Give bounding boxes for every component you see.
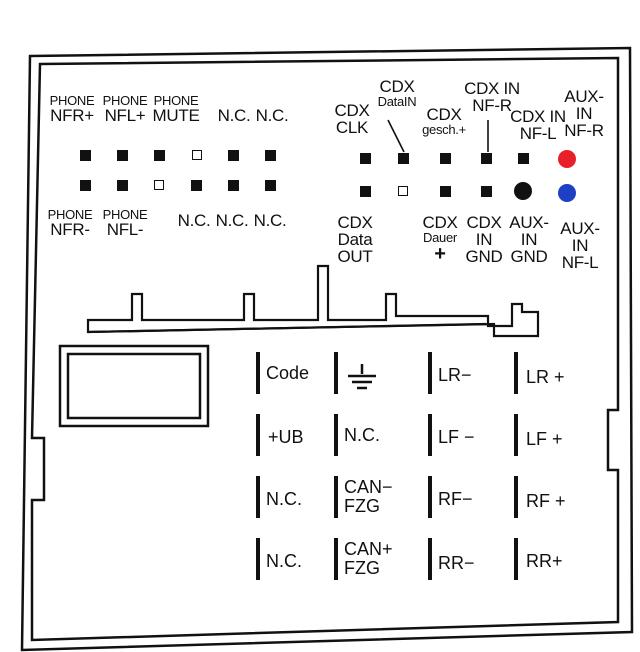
plabel-can-minus-fzg: CAN− FZG: [344, 477, 393, 516]
label-nc-bot-1: N.C.: [177, 211, 211, 230]
pin-open-bottom-right: [398, 186, 408, 196]
pin-cdx-in-nfl: [518, 153, 529, 164]
pin-cdx-datain: [398, 153, 409, 164]
pin-bar-rf-plus: [514, 476, 518, 518]
label-nc-top-2: N.C.: [255, 106, 289, 125]
pin-bar-rf-minus: [428, 476, 432, 518]
plabel-plus-ub: +UB: [268, 427, 304, 447]
pin-bar-ub: [256, 414, 260, 456]
plabel-nc-3: N.C.: [266, 551, 302, 571]
plabel-code: Code: [266, 363, 310, 383]
pin-phone-nfl-plus: [117, 150, 128, 161]
pin-bar-lf-minus: [428, 414, 432, 456]
plabel-rf-minus: RF−: [438, 489, 473, 509]
pin-phone-mute: [154, 150, 165, 161]
pin-bar-can-minus: [334, 476, 338, 518]
pin-bar-ground: [334, 352, 338, 394]
pin-bar-code: [256, 352, 260, 394]
ground-icon: [348, 364, 376, 390]
plabel-lr-minus: LR−: [438, 365, 472, 385]
pin-phone-nfl-minus: [117, 180, 128, 191]
pin-cdx-data-out: [360, 186, 371, 197]
pin-bar-lr-minus: [428, 352, 432, 394]
label-nc-bot-2: N.C.: [215, 211, 249, 230]
plabel-nc-1: N.C.: [344, 425, 380, 445]
plabel-rf-plus: RF +: [526, 491, 566, 511]
pin-bar-rr-plus: [514, 538, 518, 580]
pin-cdx-gesch: [440, 153, 451, 164]
pin-cdx-dauer: [440, 186, 451, 197]
pin-bar-rr-minus: [428, 538, 432, 580]
pin-bar-nc-1: [334, 414, 338, 456]
pin-bar-nc-2: [256, 476, 260, 518]
plabel-lr-plus: LR +: [526, 367, 565, 387]
pin-bar-lr-plus: [514, 352, 518, 394]
pin-nc-bot-1: [191, 180, 202, 191]
plabel-rr-plus: RR+: [526, 551, 563, 571]
label-nc-top-1: N.C.: [217, 106, 251, 125]
pin-cdx-clk: [360, 153, 371, 164]
pin-bar-lf-plus: [514, 414, 518, 456]
pin-cdx-in-nfr: [481, 153, 492, 164]
label-nc-bot-3: N.C.: [253, 211, 287, 230]
pin-nc-top-open: [192, 150, 202, 160]
pin-nc-top-1: [228, 150, 239, 161]
plabel-lf-minus: LF −: [438, 427, 475, 447]
pin-cdx-in-gnd: [481, 186, 492, 197]
pin-nc-top-2: [265, 150, 276, 161]
plabel-lf-plus: LF +: [526, 429, 563, 449]
pin-bar-can-plus: [334, 538, 338, 580]
pin-aux-in-gnd-black: [514, 182, 532, 200]
pin-aux-in-nfr-red: [558, 150, 576, 168]
pin-open-bottom-left: [154, 180, 164, 190]
plabel-can-plus-fzg: CAN+ FZG: [344, 539, 393, 578]
pin-bar-nc-3: [256, 538, 260, 580]
pin-nc-bot-2: [228, 180, 239, 191]
plabel-rr-minus: RR−: [438, 553, 475, 573]
pin-nc-bot-3: [265, 180, 276, 191]
plabel-nc-2: N.C.: [266, 489, 302, 509]
pin-phone-nfr-plus: [80, 150, 91, 161]
pin-aux-in-nfl-blue: [558, 184, 576, 202]
pin-phone-nfr-minus: [80, 180, 91, 191]
